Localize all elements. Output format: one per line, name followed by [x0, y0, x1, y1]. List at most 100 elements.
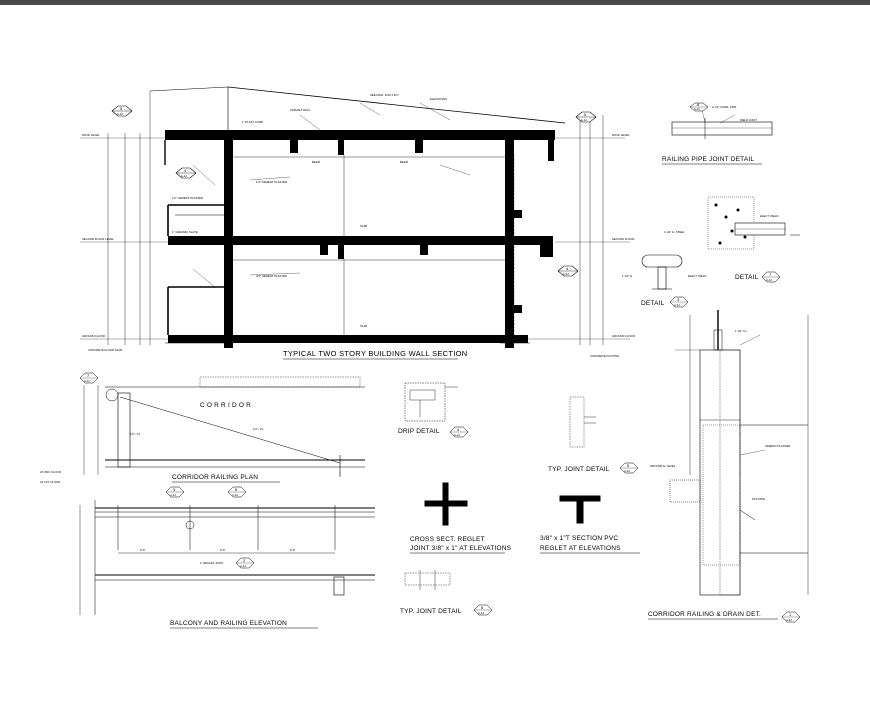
corridor-railing-plan-drawing — [83, 376, 365, 477]
bubble-sheet: A-12 — [117, 112, 123, 116]
detail-7-title: DETAIL — [735, 274, 759, 281]
railing-pipe-joint-drawing — [671, 102, 773, 139]
bubble-section-top-right[interactable]: 5 A-12 — [575, 111, 597, 123]
bubble-number: 7 — [87, 373, 90, 378]
bubble-number: 2 — [243, 558, 246, 563]
svg-text:SECOND FLOOR LEVEL: SECOND FLOOR LEVEL — [82, 237, 114, 241]
svg-text:1 1/2" G.I.: 1 1/2" G.I. — [735, 329, 748, 333]
typ-joint-detail-bottom-drawing — [404, 570, 451, 590]
svg-text:SLAB: SLAB — [360, 224, 367, 228]
bubble-railing-pipe[interactable]: 8 A-12 — [689, 102, 709, 112]
svg-text:BEAM: BEAM — [400, 160, 409, 164]
wall-section-title: TYPICAL TWO STORY BUILDING WALL SECTION — [283, 349, 468, 358]
bubble-sheet: A-12 — [170, 493, 176, 497]
drip-detail-title: DRIP DETAIL — [398, 428, 440, 435]
bubble-number: 1 — [789, 612, 792, 617]
bubble-number: 5 — [627, 463, 630, 468]
balcony-railing-elevation-title: BALCONY AND RAILING ELEVATION — [170, 620, 287, 627]
svg-text:PVC PIPE: PVC PIPE — [752, 497, 765, 501]
svg-text:2-1/2" CORR. PIPE: 2-1/2" CORR. PIPE — [712, 105, 736, 109]
wall-section-annotations: 1" PLAST CURB ASPHALT ROLL SEE DWG. FOR … — [82, 93, 635, 358]
bubble-plan-top[interactable]: 7 A-12 — [79, 372, 99, 384]
svg-text:3/4" CEMENT PLASTER: 3/4" CEMENT PLASTER — [256, 274, 287, 278]
svg-text:ELECT. WELD: ELECT. WELD — [760, 214, 778, 218]
app-title-bar — [0, 0, 870, 5]
corridor-railing-drain-title: CORRIDOR RAILING & DRAIN DET. — [648, 611, 761, 618]
bubble-sheet: A-12 — [478, 611, 484, 615]
bubble-number: 7 — [769, 272, 772, 277]
svg-text:CONCRETE FLOOR SLAB: CONCRETE FLOOR SLAB — [88, 348, 122, 352]
bubble-drip[interactable]: 4 A-12 — [449, 426, 469, 438]
svg-text:ROOF LEVEL: ROOF LEVEL — [612, 133, 630, 137]
svg-text:AT 1ST. FLOOR: AT 1ST. FLOOR — [40, 480, 60, 484]
bubble-section-mid-left[interactable]: 4 A-12 — [175, 167, 197, 179]
balcony-railing-elevation-drawing — [79, 500, 375, 615]
bubble-sheet: A-12 — [694, 107, 700, 111]
bubble-elev-b[interactable]: 8 A-12 — [227, 486, 247, 498]
cross-sect-title-2: JOINT 3/8" x 1" AT ELEVATIONS — [410, 545, 512, 552]
typ-joint-detail-bottom-title: TYP. JOINT DETAIL — [400, 608, 462, 615]
svg-text:6'-6": 6'-6" — [140, 548, 146, 552]
svg-text:6'-6": 6'-6" — [220, 548, 226, 552]
bubble-number: 8 — [235, 487, 238, 492]
corridor-label: C O R R I D O R — [200, 402, 251, 409]
bubble-section-top-left[interactable]: 5 A-12 — [111, 105, 133, 117]
corridor-railing-plan-title: CORRIDOR RAILING PLAN — [172, 474, 258, 481]
bubble-sheet: A-12 — [232, 493, 238, 497]
detail-7-drawing — [707, 196, 800, 250]
bubble-number: 5 — [120, 106, 123, 111]
bubble-section-mid-right[interactable]: 4 A-12 — [557, 265, 579, 277]
svg-text:1" REGLET JOINT: 1" REGLET JOINT — [200, 561, 224, 565]
bubble-number: 3 — [173, 487, 176, 492]
corridor-railing-drain-drawing — [669, 310, 809, 596]
svg-text:1" CERAMIC SLATE: 1" CERAMIC SLATE — [172, 230, 198, 234]
svg-text:SECOND FLOOR: SECOND FLOOR — [612, 237, 634, 241]
bubble-number: 8 — [697, 102, 700, 107]
pvc-reglet-drawing — [559, 495, 601, 524]
detail-3-drawing — [641, 254, 683, 290]
bubble-sheet: A-12 — [563, 272, 569, 276]
detail-3-title: DETAIL — [641, 300, 665, 307]
svg-text:BEAM: BEAM — [312, 160, 321, 164]
svg-text:1/2" / FL: 1/2" / FL — [130, 432, 141, 436]
svg-text:GROUND FLOOR: GROUND FLOOR — [612, 334, 635, 338]
bubble-elev-c[interactable]: 2 A-12 — [235, 557, 255, 569]
svg-text:ASPHALT ROLL: ASPHALT ROLL — [290, 108, 311, 112]
drawing-canvas: 1" PLAST CURB ASPHALT ROLL SEE DWG. FOR … — [40, 86, 809, 629]
bubble-elev-a[interactable]: 3 A-12 — [165, 486, 185, 498]
cross-sect-title-1: CROSS SECT. REGLET — [410, 536, 485, 543]
svg-text:GROUND FLOOR: GROUND FLOOR — [82, 334, 105, 338]
svg-text:1/2" / FL: 1/2" / FL — [253, 427, 264, 431]
bubble-detail-7[interactable]: 7 A-12 — [761, 271, 781, 283]
svg-text:CONCRETE FOOTING: CONCRETE FOOTING — [590, 354, 619, 358]
svg-text:1/2" CEMENT PLASTER: 1/2" CEMENT PLASTER — [256, 180, 287, 184]
svg-text:CEMENT PLASTER: CEMENT PLASTER — [765, 444, 790, 448]
bubble-sheet: A-12 — [581, 118, 587, 122]
svg-text:AT 2ND. FLOOR: AT 2ND. FLOOR — [40, 470, 61, 474]
bubble-detail-3[interactable]: 3 A-12 — [669, 296, 689, 308]
bubble-number: 4 — [566, 266, 569, 271]
bubble-sheet: A-12 — [84, 379, 90, 383]
typ-joint-detail-top-drawing — [569, 396, 596, 448]
bubble-sheet: A-12 — [674, 303, 680, 307]
bubble-number: 3 — [677, 297, 680, 302]
cross-sect-reglet-drawing — [424, 482, 468, 526]
svg-text:SLAB: SLAB — [360, 324, 367, 328]
wall-section-drawing — [80, 86, 630, 348]
drawing-sheet: 1" PLAST CURB ASPHALT ROLL SEE DWG. FOR … — [0, 5, 870, 712]
bubble-number: 6 — [481, 605, 484, 610]
drip-detail-drawing — [404, 382, 458, 422]
bubble-number: 5 — [584, 112, 587, 117]
svg-text:6'-6": 6'-6" — [290, 548, 296, 552]
svg-text:SEE DWG. FOR 2 PLY: SEE DWG. FOR 2 PLY — [370, 93, 399, 97]
bubble-sheet: A-12 — [786, 618, 792, 622]
pvc-reglet-title-2: REGLET AT ELEVATIONS — [540, 545, 621, 552]
railing-pipe-joint-title: RAILING PIPE JOINT DETAIL — [662, 156, 754, 163]
bubble-typ-joint-top[interactable]: 5 A-12 — [619, 462, 639, 474]
svg-text:ROOF LEVEL: ROOF LEVEL — [82, 133, 100, 137]
bubble-number: 4 — [457, 427, 460, 432]
bubble-typ-joint-bottom[interactable]: 6 A-12 — [473, 604, 493, 616]
bubble-corridor-drain[interactable]: 1 A-12 — [781, 611, 801, 623]
bubble-sheet: A-12 — [624, 469, 630, 473]
svg-text:ELECT. WELD: ELECT. WELD — [688, 274, 706, 278]
